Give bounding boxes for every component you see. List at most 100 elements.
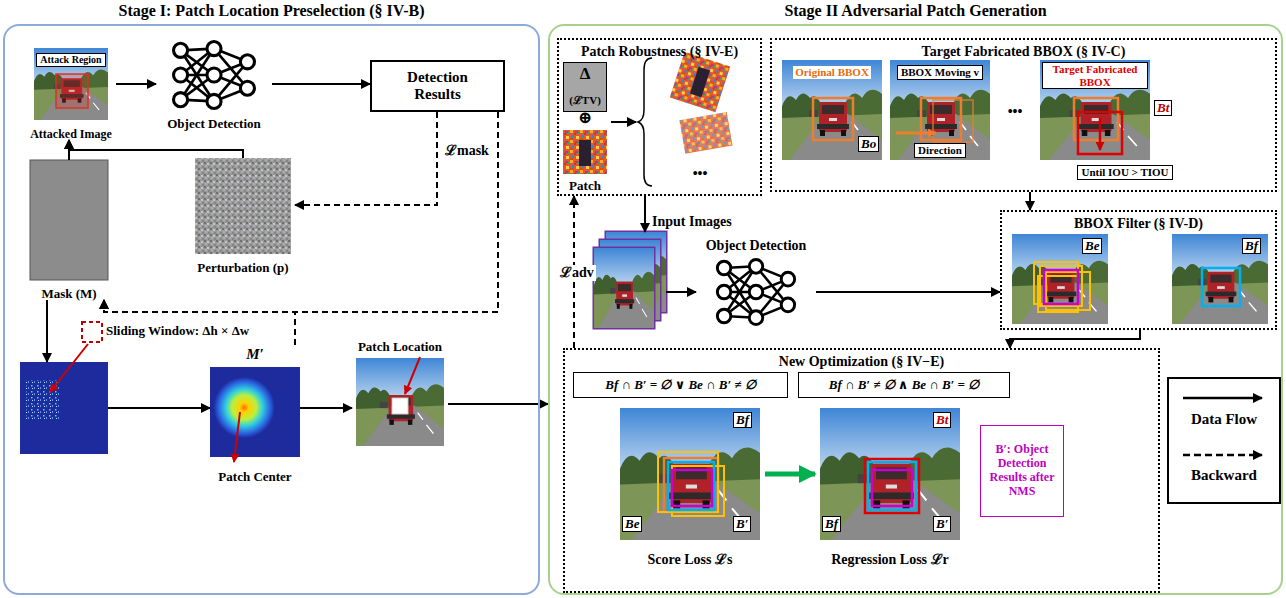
text-holder: (ℒTV) (564, 90, 606, 108)
legend-frame (1168, 378, 1280, 503)
loss-caption: Regression Loss ℒr (831, 552, 949, 568)
formula: Bf ∩ B′ ≠ ∅ ∧ Be ∩ B′ = ∅ (829, 378, 979, 393)
text-holder: Stage II Adversarial Patch Generation (550, 2, 1281, 20)
attacked-image: Attack RegionAttacked Image (26, 48, 116, 140)
text-holder: New Optimization (§ IV−E) (565, 352, 1158, 370)
connector (448, 403, 548, 405)
text-holder: ℒmask (443, 141, 491, 159)
matrix-label: M′ (246, 346, 264, 363)
text-holder: M′ (210, 345, 300, 363)
bbox-symbol: Be (1082, 238, 1102, 254)
detector-icon: Object Detection (696, 236, 816, 330)
text-holder: Bf (1242, 236, 1261, 254)
bbox-image: BBOX Moving v Direction (890, 60, 990, 160)
panel-title: Stage II Adversarial Patch Generation (784, 2, 1046, 20)
perturbation-image: Perturbation (p) (191, 158, 295, 276)
node-caption: Object Detection (167, 117, 261, 132)
text-holder: Δ (564, 64, 606, 84)
text-holder: Direction (890, 140, 990, 158)
image-caption: Attacked Image (30, 128, 112, 142)
symbol-label: ⊕ (578, 109, 592, 126)
text-holder: Stage I: Patch Location Preselection (§ … (5, 2, 538, 20)
legend-text: Data Flow (1191, 411, 1257, 428)
stage-panel: Stage I: Patch Location Preselection (§ … (3, 24, 540, 595)
text-holder: BBOX Moving v (890, 62, 990, 80)
edge-label: ℒmask (443, 143, 491, 159)
sliding-window (50, 322, 102, 392)
text-holder: Sliding Window: Δh × Δw (106, 321, 249, 339)
loss-photo (820, 408, 960, 540)
connector (69, 140, 243, 158)
text-holder: ••• (992, 102, 1038, 120)
box-title: Target Fabricated BBOX (§ IV-C) (922, 44, 1126, 60)
text-holder: Bf (733, 410, 752, 428)
loss-image: BtBfB′Regression Loss ℒr (815, 408, 965, 570)
text-holder: B′ (733, 514, 751, 532)
stage-panel: Stage II Adversarial Patch GenerationPat… (548, 24, 1283, 595)
patch-fill (563, 130, 607, 174)
text-holder: Target Fabricated BBOX (1040, 62, 1150, 90)
bbox-tag: Direction (914, 143, 966, 158)
image-caption: Patch Location (358, 340, 442, 355)
connector (644, 196, 646, 232)
text-holder: Bf ∩ B′ ≠ ∅ ∧ Be ∩ B′ = ∅ (799, 373, 1009, 397)
bbox-symbol: Bf (1242, 238, 1261, 254)
bbox-symbol: Bt (1154, 100, 1172, 116)
loss-photo (620, 408, 760, 540)
transform-arrow (611, 58, 652, 186)
connector (108, 407, 210, 409)
text-holder: Target Fabricated BBOX (§ IV-C) (772, 42, 1275, 60)
text-holder: Patch (555, 176, 615, 194)
text-holder: Be (622, 514, 642, 532)
text-holder: Regression Loss ℒr (815, 550, 965, 568)
connector (104, 300, 295, 345)
heatmap-fill (210, 367, 300, 462)
note-text: B′: Object Detection Results after NMS (984, 443, 1060, 498)
connector (116, 83, 156, 85)
node-caption: Object Detection (706, 238, 807, 254)
bbox-symbol: Bf (822, 516, 841, 532)
connector (1010, 330, 1140, 348)
bbox-symbol: Be (622, 516, 642, 532)
symbol-label: Δ (580, 64, 591, 84)
text-holder: Data Flow (1168, 410, 1280, 428)
box-title: BBOX Filter (§ IV-D) (1074, 216, 1203, 232)
bbox-photo (1172, 234, 1268, 324)
text-holder: Input Images (652, 212, 732, 230)
formula: Bf ∩ B′ = ∅ ∨ Be ∩ B′ ≠ ∅ (605, 378, 755, 393)
region-tag: Attack Region (36, 53, 105, 67)
text-holder: Until IOU > TIOU (1060, 162, 1190, 180)
image-caption: Input Images (652, 214, 732, 230)
transformed-patch (670, 52, 733, 154)
detector-net (717, 259, 794, 324)
text-holder: Bf (822, 514, 841, 532)
condition-box: Bf ∩ B′ ≠ ∅ ∧ Be ∩ B′ = ∅ (798, 372, 1010, 398)
edge-label: ℒadv (558, 265, 596, 281)
connector (666, 291, 696, 293)
mask-fill (30, 160, 108, 280)
text-holder: Attack Region (30, 49, 112, 67)
symbol-label: ••• (1008, 104, 1023, 120)
input-images: Input Images (594, 232, 666, 330)
loss-label: (ℒTV) (569, 94, 601, 107)
module-box: Target Fabricated BBOX (§ IV-C) Original … (770, 38, 1277, 192)
connector (765, 472, 815, 477)
text-holder: ℒadv (558, 263, 596, 281)
perturbation-box: Δ (ℒTV) (563, 62, 607, 112)
process-label: Detection Results (396, 69, 480, 104)
bbox-photo (1012, 234, 1108, 324)
image-caption: Patch (569, 179, 601, 194)
image-caption: Mask (M) (41, 287, 96, 302)
text-holder: Patch Center (204, 467, 306, 485)
module-box: BBOX Filter (§ IV-D) Be Bf (1000, 210, 1277, 330)
process-box: Detection Results (370, 60, 505, 112)
bbox-symbol: Bt (933, 412, 951, 428)
patch-location-image: Patch Location (352, 337, 448, 447)
bbox-tag: Target Fabricated BBOX (1042, 62, 1148, 89)
connector (272, 83, 370, 85)
module-box: New Optimization (§ IV−E) Bf ∩ B′ = ∅ ∨ B… (563, 348, 1160, 593)
bbox-tag: Original BBOX (793, 66, 871, 79)
detector-icon: Object Detection (156, 38, 272, 132)
